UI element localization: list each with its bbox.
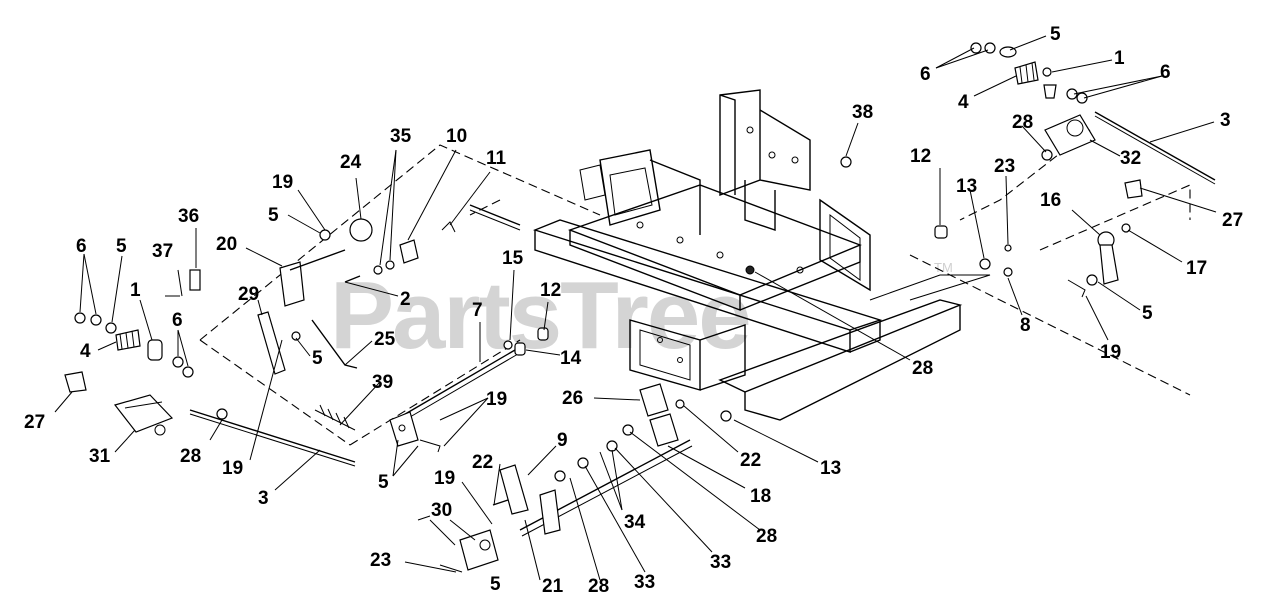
callout-34: 34	[624, 512, 646, 533]
callout-19-c: 19	[486, 389, 507, 410]
callout-1-left: 1	[130, 280, 141, 301]
callout-1-topright: 1	[1114, 48, 1125, 69]
callout-19-a: 19	[272, 172, 293, 193]
callout-33-b: 33	[710, 552, 731, 573]
callout-10: 10	[446, 126, 467, 147]
callout-5-topright: 5	[1050, 24, 1061, 45]
callout-21: 21	[542, 576, 564, 597]
callout-6-topright-a: 6	[920, 64, 931, 85]
callout-5-right: 5	[1142, 303, 1153, 324]
callout-31: 31	[89, 446, 111, 467]
callout-15: 15	[502, 248, 524, 269]
callout-20: 20	[216, 234, 237, 255]
bottom-shaft	[417, 383, 732, 573]
callout-5-left: 5	[116, 236, 127, 257]
callout-3-left: 3	[258, 488, 269, 509]
callout-4-topright: 4	[958, 92, 969, 113]
callout-38: 38	[852, 102, 873, 123]
callout-22-right: 22	[740, 450, 761, 471]
callout-28-left: 28	[180, 446, 201, 467]
frame-chassis	[469, 89, 991, 421]
callout-2: 2	[400, 289, 411, 310]
callout-4-left: 4	[80, 341, 91, 362]
callout-17: 17	[1186, 258, 1207, 279]
callout-28-topright: 28	[1012, 112, 1033, 133]
callout-9: 9	[557, 430, 568, 451]
callout-3-topright: 3	[1220, 110, 1231, 131]
callout-19-d: 19	[434, 468, 455, 489]
callout-25: 25	[374, 329, 396, 350]
callout-6-left-b: 6	[172, 310, 183, 331]
callout-5-b: 5	[312, 348, 323, 369]
callout-24: 24	[340, 152, 362, 173]
callout-30: 30	[431, 500, 452, 521]
callout-19-b: 19	[222, 458, 243, 479]
left-linkage	[64, 218, 549, 467]
callout-35: 35	[390, 126, 412, 147]
callout-37: 37	[152, 241, 173, 262]
watermark-text: PartsTree	[330, 262, 750, 369]
callout-23-right: 23	[994, 156, 1015, 177]
callout-11: 11	[486, 148, 507, 169]
callout-12-mid: 12	[540, 280, 561, 301]
callout-29: 29	[238, 284, 259, 305]
callout-28-bottom-a: 28	[588, 576, 609, 597]
callout-39: 39	[372, 372, 393, 393]
callout-8: 8	[1020, 315, 1031, 336]
callout-14: 14	[560, 348, 582, 369]
callout-23-bottom: 23	[370, 550, 391, 571]
callout-27-right: 27	[1222, 210, 1243, 231]
callout-13-bottom: 13	[820, 458, 841, 479]
watermark-trademark: TM	[934, 260, 953, 275]
callout-5-a: 5	[268, 205, 279, 226]
callout-33-a: 33	[634, 572, 655, 593]
callout-5-c: 5	[378, 472, 389, 493]
callout-7: 7	[472, 300, 483, 321]
callout-16: 16	[1040, 190, 1061, 211]
callout-28-bottom-b: 28	[756, 526, 777, 547]
callout-6-left: 6	[76, 236, 87, 257]
callout-6-topright-b: 6	[1160, 62, 1171, 83]
callout-5-d: 5	[490, 574, 501, 595]
callout-36: 36	[178, 206, 199, 227]
callout-13-right: 13	[956, 176, 977, 197]
assembly-outline	[199, 129, 1191, 446]
callout-19-right: 19	[1100, 342, 1121, 363]
callout-labels: 6 5 1 4 6 27 31 28 37 36 29 20 19 5 24 3…	[24, 24, 1243, 597]
callout-12-right: 12	[910, 146, 931, 167]
callout-22-left: 22	[472, 452, 493, 473]
leader-lines	[54, 35, 1217, 581]
callout-26: 26	[562, 388, 583, 409]
callout-27-left: 27	[24, 412, 45, 433]
right-linkage	[840, 42, 1216, 298]
callout-28-center: 28	[912, 358, 933, 379]
callout-18: 18	[750, 486, 771, 507]
callout-32: 32	[1120, 148, 1141, 169]
